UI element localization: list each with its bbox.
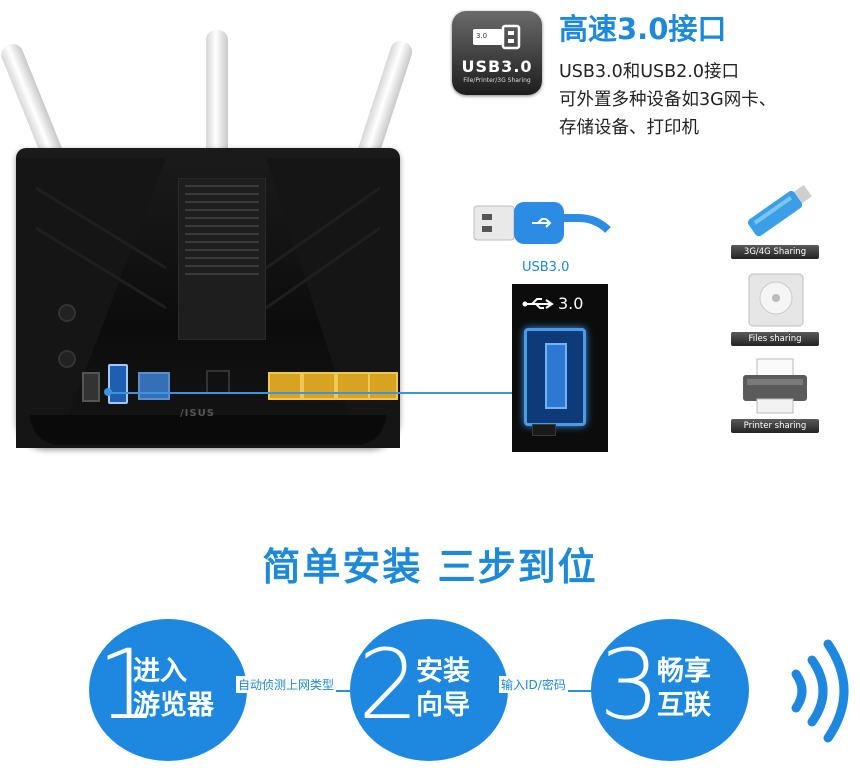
usb-badge-title: USB3.0 — [461, 57, 533, 76]
port-slot — [532, 424, 556, 436]
router-lan-port — [368, 372, 398, 400]
connector-line — [108, 392, 514, 394]
device-tag: Files sharing — [731, 332, 819, 346]
step-3: 3 畅享 互联 — [591, 619, 749, 761]
feature-desc-line: 存储设备、打印机 — [559, 118, 699, 138]
usb-symbol-icon — [522, 298, 554, 309]
device-tag: Printer sharing — [731, 419, 819, 433]
hard-drive-icon — [748, 273, 804, 327]
step-number: 1 — [97, 629, 159, 741]
wifi-signal-icon — [791, 639, 849, 743]
step-text-line: 游览器 — [133, 690, 214, 721]
install-title: 简单安装 三步到位 — [262, 545, 598, 589]
feature-desc-line: USB3.0和USB2.0接口 — [559, 62, 740, 82]
usb-plug-icon — [473, 24, 521, 50]
step-text-line: 互联 — [657, 690, 711, 721]
router-lan-port — [268, 372, 302, 400]
device-tag: 3G/4G Sharing — [731, 245, 819, 259]
router-reset-hole — [58, 304, 76, 322]
feature-title: 高速3.0接口 — [559, 12, 727, 46]
device-files-sharing: Files sharing — [731, 268, 819, 350]
usb-plug-label: 3.0 — [476, 32, 488, 40]
usb3-badge-icon: 3.0 USB3.0 File/Printer/3G Sharing — [452, 11, 542, 95]
step-text-line: 畅享 — [657, 656, 711, 687]
device-3g-sharing: 3G/4G Sharing — [731, 175, 819, 265]
step-text-line: 进入 — [133, 656, 187, 687]
step-1: 1 进入 游览器 — [89, 619, 247, 761]
router-antenna-middle — [206, 30, 228, 170]
step-text: 畅享 互联 — [657, 655, 747, 723]
port-closeup-label: 3.0 — [558, 294, 584, 313]
router-base — [30, 415, 386, 445]
usb-cable-icon — [473, 202, 611, 244]
usb3-port-opening — [524, 328, 586, 426]
usb3-port-closeup: 3.0 — [512, 284, 608, 452]
usb-badge-subtitle: File/Printer/3G Sharing — [463, 77, 531, 84]
feature-desc-line: 可外置多种设备如3G网卡、 — [559, 90, 777, 110]
feature-description: USB3.0和USB2.0接口 可外置多种设备如3G网卡、 存储设备、打印机 — [559, 58, 859, 142]
router-wps-button — [206, 370, 230, 394]
step-text-line: 安装 — [416, 656, 470, 687]
router-usb3-port — [108, 364, 128, 404]
step-2: 2 安装 向导 — [350, 619, 508, 761]
router-lan-port — [336, 372, 370, 400]
step-link-label: 输入ID/密码 — [499, 676, 568, 693]
step-text-line: 向导 — [416, 690, 470, 721]
step-link-label: 自动侦测上网类型 — [236, 676, 337, 693]
step-text: 进入 游览器 — [133, 655, 223, 723]
printer-icon — [743, 358, 807, 414]
router-lan-port — [302, 372, 336, 400]
device-printer-sharing: Printer sharing — [731, 355, 819, 437]
usb3-port-tongue — [545, 343, 567, 409]
router-wan-port — [138, 372, 170, 400]
router-logo: /ISUS — [180, 408, 215, 419]
step-number: 3 — [599, 629, 661, 741]
step-number: 2 — [358, 629, 420, 741]
step-text: 安装 向导 — [416, 655, 506, 723]
router-image: /ISUS — [0, 20, 415, 460]
usb-cable-label: USB3.0 — [522, 260, 570, 275]
router-usb2-port — [82, 372, 100, 402]
usb-dongle-icon — [747, 184, 812, 237]
connector-dot — [104, 388, 112, 396]
router-label-sticker — [178, 178, 266, 340]
router-power-button — [58, 350, 76, 368]
